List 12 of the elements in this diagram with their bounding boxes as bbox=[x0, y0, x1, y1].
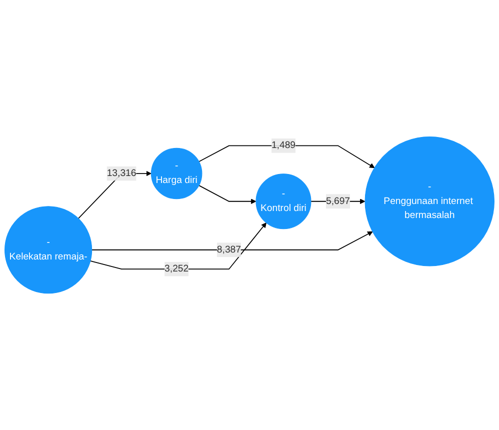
arrow bbox=[91, 231, 373, 250]
edge-label: 13,316 bbox=[106, 168, 136, 178]
node-circle: - Harga diri bbox=[150, 148, 202, 200]
arrow bbox=[198, 184, 256, 204]
edge-label: 8,387 bbox=[216, 244, 241, 255]
edge-label: 1,489 bbox=[271, 140, 296, 150]
node-circle: - Kontrol diri bbox=[256, 174, 312, 230]
edge-label: 5,697 bbox=[326, 196, 350, 206]
node-circle: - Kelekatan remaja- bbox=[4, 206, 92, 294]
edge-label: 3,252 bbox=[164, 264, 189, 274]
arrow bbox=[90, 222, 266, 270]
node-circle: - Penggunaan internet bermasalah bbox=[364, 136, 494, 266]
